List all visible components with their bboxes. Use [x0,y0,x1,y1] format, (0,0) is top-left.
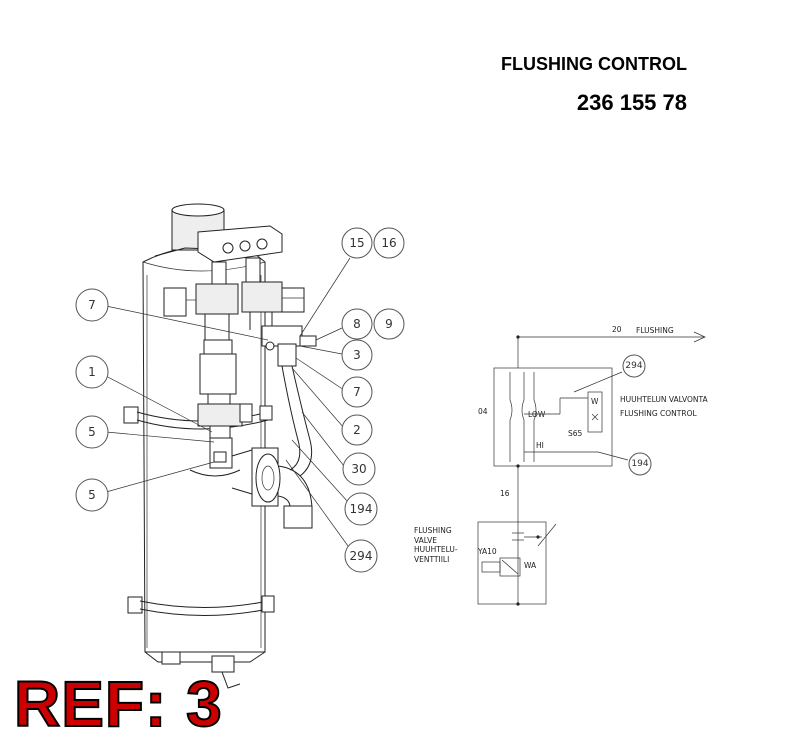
callout-30: 30 [342,452,376,486]
svg-text:5: 5 [88,488,96,502]
wire-20-label: 20 [612,325,622,334]
valve-manifold [163,225,305,469]
callout-8: 8 [341,308,373,340]
ya10-label: YA10 [477,547,497,556]
callout-16: 16 [373,227,405,259]
svg-text:5: 5 [88,425,96,439]
ref-label: REF: 3 [13,668,223,740]
wa-label: WA [524,561,537,570]
callout-1: 1 [75,355,109,389]
callout-294: 294 [344,539,378,573]
svg-text:9: 9 [385,317,393,331]
valve-en1-label: FLUSHING [414,526,452,535]
svg-text:7: 7 [353,385,361,399]
callout-9: 9 [373,308,405,340]
callout-3: 3 [341,339,373,371]
callout-7b: 7 [341,376,373,408]
valve-en2-label: VALVE [414,536,437,545]
part-number: 236 155 78 [576,90,687,115]
valve-fi1-label: HUUHTELU- [414,545,458,554]
schematic-callout-294: 294 [625,361,642,371]
svg-text:30: 30 [351,462,366,476]
w-label: W [591,397,599,406]
svg-text:294: 294 [350,549,373,563]
callout-194: 194 [344,492,378,526]
svg-text:7: 7 [88,298,96,312]
svg-text:16: 16 [381,236,396,250]
svg-text:1: 1 [88,365,96,379]
schematic-callout-194: 194 [631,459,648,469]
flushing-line-label: FLUSHING [636,326,674,335]
valve-fi2-label: VENTTIILI [414,555,449,564]
electrical-schematic: 20 FLUSHING 04 LOW HI W S65 294 194 HUUH… [414,325,709,606]
svg-text:15: 15 [349,236,364,250]
svg-text:2: 2 [353,423,361,437]
monitor-en-label: FLUSHING CONTROL [620,409,697,418]
wire-16-label: 16 [500,489,510,498]
low-label: LOW [528,410,546,419]
svg-text:194: 194 [350,502,373,516]
callout-bubbles: 15 16 7 8 9 3 1 7 2 5 30 5 194 294 [75,227,405,573]
callout-15: 15 [341,227,373,259]
callout-5b: 5 [75,478,109,512]
flushing-valve-and-pipe [189,325,317,529]
callout-5a: 5 [75,415,109,449]
svg-text:3: 3 [353,348,361,362]
callout-7a: 7 [75,288,109,322]
monitor-fi-label: HUUHTELUN VALVONTA [620,395,709,404]
page-title: FLUSHING CONTROL [501,54,687,74]
leader-lines [105,257,351,547]
callout-2: 2 [341,414,373,446]
s65-label: S65 [568,429,583,438]
svg-text:8: 8 [353,317,361,331]
wire-04-label: 04 [478,407,488,416]
hi-label: HI [536,441,544,450]
